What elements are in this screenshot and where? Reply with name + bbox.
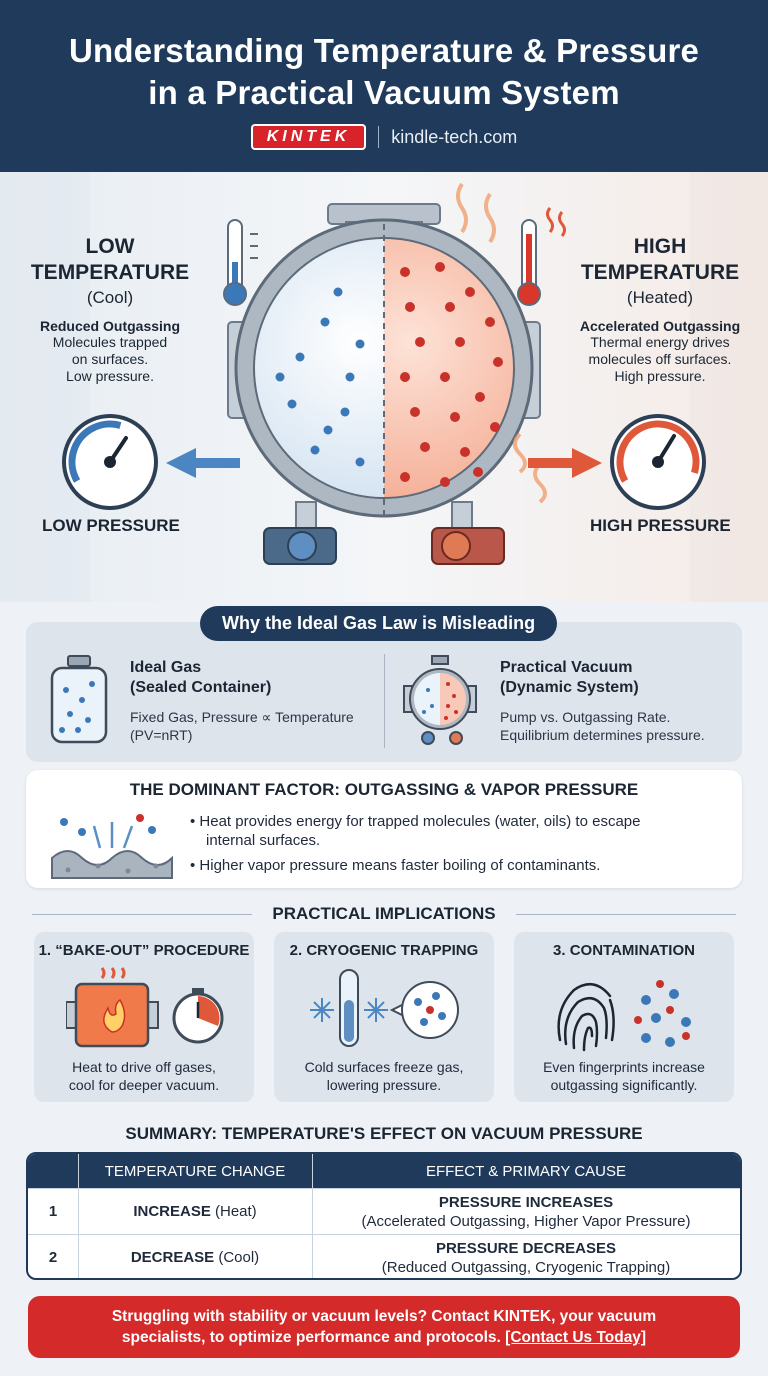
- dominant-factor-heading: THE DOMINANT FACTOR: OUTGASSING & VAPOR …: [129, 780, 639, 799]
- dominant-bullet-1: • Heat provides energy for trapped molec…: [190, 813, 641, 849]
- col-temperature-change: TEMPERATURE CHANGE: [104, 1163, 286, 1180]
- impl-title-bakeout: 1. “BAKE-OUT” PROCEDURE: [38, 942, 250, 959]
- summary-heading: SUMMARY: TEMPERATURE'S EFFECT ON VACUUM …: [125, 1124, 643, 1143]
- low-temp-text: LOW TEMPERATURE (Cool) Reduced Outgassin…: [14, 234, 206, 385]
- impl-text-cryogenic: Cold surfaces freeze gas, lowering press…: [304, 1059, 464, 1093]
- title-line-1: Understanding Temperature & Pressure: [68, 32, 700, 69]
- arrow-left: [166, 448, 240, 478]
- page-title: Understanding Temperature & Pressure in …: [0, 0, 768, 114]
- high-temp-desc-2: molecules off surfaces.: [588, 351, 732, 367]
- impl-rule-left: [32, 914, 252, 915]
- ideal-gas-text: Fixed Gas, Pressure ∝ Temperature (PV=nR…: [130, 709, 354, 743]
- vacuum-chamber-illustration: [0, 172, 768, 602]
- impl-card-cryogenic: 2. CRYOGENIC TRAPPING Cold surfaces free…: [274, 932, 494, 1102]
- impl-card-contamination: 3. CONTAMINATION Even fingerprints incre…: [514, 932, 734, 1102]
- fingerprint-icon: [557, 980, 691, 1052]
- dominant-bullet-2: • Higher vapor pressure means faster boi…: [190, 857, 601, 874]
- high-temp-desc-3: High pressure.: [614, 368, 706, 384]
- brand-row: KINTEK kindle-tech.com: [0, 124, 768, 150]
- arrow-right: [528, 448, 602, 478]
- ideal-gas-heading: Why the Ideal Gas Law is Misleading: [200, 606, 558, 641]
- summary-table: TEMPERATURE CHANGE EFFECT & PRIMARY CAUS…: [26, 1152, 742, 1280]
- table-divider: [78, 1154, 79, 1278]
- cta-line-1: Struggling with stability or vacuum leve…: [111, 1308, 657, 1325]
- low-temp-desc-1: Molecules trapped: [52, 334, 168, 350]
- low-pressure-label: LOW PRESSURE: [42, 516, 180, 535]
- low-temp-subhead: Reduced Outgassing: [39, 318, 181, 334]
- low-pressure-gauge: [62, 414, 158, 510]
- high-temp-paren: (Heated): [626, 288, 694, 307]
- high-temp-title-2: TEMPERATURE: [580, 261, 740, 284]
- low-temp-title-1: LOW: [85, 235, 135, 258]
- outgassing-surface-icon: [51, 814, 173, 879]
- sealed-jar-icon: [50, 655, 108, 744]
- col-effect-cause: EFFECT & PRIMARY CAUSE: [425, 1163, 627, 1180]
- practical-vacuum-title: Practical Vacuum (Dynamic System): [500, 659, 639, 696]
- impl-card-bakeout: 1. “BAKE-OUT” PROCEDURE Heat to drive of…: [34, 932, 254, 1102]
- cta-banner[interactable]: Struggling with stability or vacuum leve…: [28, 1296, 740, 1358]
- high-temp-desc-1: Thermal energy drives: [590, 334, 730, 350]
- row-change: INCREASE (Heat): [133, 1203, 257, 1220]
- ideal-gas-divider: [384, 654, 385, 748]
- low-temp-title-2: TEMPERATURE: [30, 261, 190, 284]
- hero-illustration: LOW TEMPERATURE (Cool) Reduced Outgassin…: [0, 172, 768, 602]
- impl-title-contamination: 3. CONTAMINATION: [553, 942, 695, 959]
- title-line-2: in a Practical Vacuum System: [148, 74, 620, 111]
- brand-divider: [378, 126, 380, 148]
- impl-text-contamination: Even fingerprints increase outgassing si…: [543, 1059, 705, 1093]
- thermometer-hot: [517, 207, 566, 306]
- practical-vacuum-text: Pump vs. Outgassing Rate. Equilibrium de…: [500, 709, 705, 743]
- table-row: 2 DECREASE (Cool) PRESSURE DECREASES (Re…: [28, 1234, 740, 1278]
- impl-text-bakeout: Heat to drive off gases, cool for deeper…: [68, 1059, 220, 1093]
- low-temp-desc-3: Low pressure.: [66, 368, 154, 384]
- ideal-gas-title: Ideal Gas (Sealed Container): [130, 659, 272, 696]
- cta-line-2: specialists, to optimize performance and…: [121, 1329, 506, 1346]
- thermometer-cool: [223, 219, 258, 306]
- cryo-trap-icon: [310, 969, 459, 1047]
- row-number: 2: [48, 1249, 58, 1266]
- row-effect: PRESSURE DECREASES (Reduced Outgassing, …: [381, 1240, 671, 1276]
- contact-us-link[interactable]: [Contact Us Today]: [505, 1329, 647, 1346]
- row-number: 1: [48, 1203, 58, 1220]
- high-pressure-gauge: [610, 414, 706, 510]
- header: Understanding Temperature & Pressure in …: [0, 0, 768, 172]
- summary-table-header: TEMPERATURE CHANGE EFFECT & PRIMARY CAUS…: [28, 1154, 740, 1188]
- table-divider: [312, 1154, 313, 1278]
- high-temp-text: HIGH TEMPERATURE (Heated) Accelerated Ou…: [562, 234, 758, 385]
- vacuum-system-icon: [403, 655, 477, 745]
- high-temp-title-1: HIGH: [633, 235, 687, 258]
- low-temp-desc-2: on surfaces.: [71, 351, 149, 367]
- high-pressure-label: HIGH PRESSURE: [590, 516, 731, 535]
- table-row: 1 INCREASE (Heat) PRESSURE INCREASES (Ac…: [28, 1188, 740, 1234]
- site-link[interactable]: kindle-tech.com: [391, 126, 518, 147]
- row-effect: PRESSURE INCREASES (Accelerated Outgassi…: [361, 1194, 691, 1230]
- implications-heading: PRACTICAL IMPLICATIONS: [272, 904, 496, 923]
- oven-timer-icon: [66, 967, 224, 1048]
- row-change: DECREASE (Cool): [130, 1249, 260, 1266]
- high-temp-subhead: Accelerated Outgassing: [579, 318, 741, 334]
- impl-rule-right: [516, 914, 736, 915]
- kintek-logo[interactable]: KINTEK: [250, 124, 367, 150]
- low-temp-paren: (Cool): [86, 288, 134, 307]
- impl-title-cryogenic: 2. CRYOGENIC TRAPPING: [289, 942, 479, 959]
